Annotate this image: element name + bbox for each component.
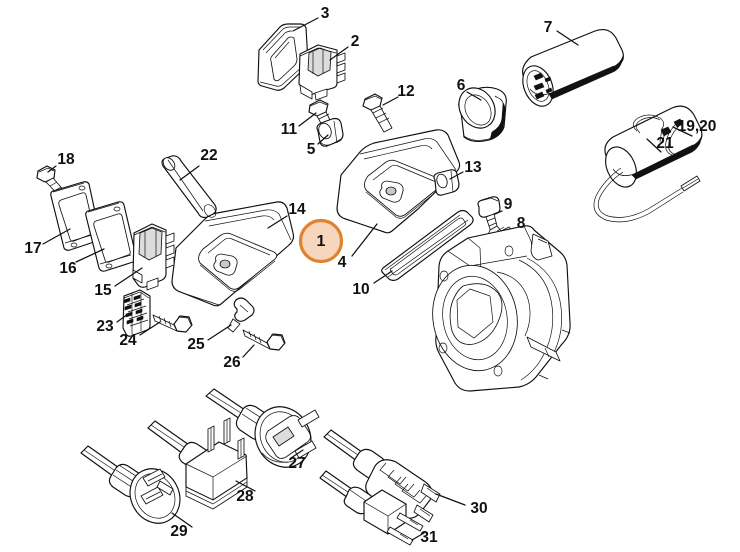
callout-3: 3 — [321, 5, 330, 22]
leader-13 — [449, 171, 464, 180]
leader-26 — [242, 344, 255, 358]
part-25-strain-relief — [227, 297, 255, 333]
callout-9: 9 — [504, 196, 513, 213]
callout-6: 6 — [457, 77, 466, 94]
callout-18: 18 — [57, 151, 75, 168]
leader-17 — [42, 228, 71, 245]
part-15-switch-module — [132, 223, 175, 291]
part-19-20-motor-stator — [593, 105, 703, 223]
part-28-uk-plug — [147, 417, 248, 510]
leader-4 — [351, 223, 378, 257]
callout-17: 17 — [24, 240, 41, 257]
highlight-marker-1[interactable]: 1 — [298, 218, 344, 264]
leader-7 — [556, 30, 579, 46]
part-29-au-plug — [80, 445, 181, 524]
part-31-us-plug — [319, 470, 424, 546]
leader-2 — [329, 46, 349, 61]
part-12-screw — [362, 93, 393, 133]
leader-28 — [235, 480, 256, 492]
callout-23: 23 — [96, 318, 114, 335]
callout-29: 29 — [170, 523, 188, 540]
leader-31 — [411, 532, 425, 541]
part-16-frame-plate — [85, 201, 137, 272]
callout-26: 26 — [223, 354, 241, 371]
part-27-schuko-plug — [205, 388, 320, 468]
leader-15 — [114, 267, 143, 287]
part-2-rocker-switch — [298, 44, 346, 101]
leader-12 — [382, 96, 399, 106]
callout-4: 4 — [338, 254, 347, 271]
callout-25: 25 — [187, 336, 205, 353]
callout-5: 5 — [307, 141, 316, 158]
part-22-spacer-sleeve — [161, 155, 217, 219]
callout-31: 31 — [420, 529, 438, 546]
callout-19-20: 19,20 — [678, 118, 717, 135]
leader-24 — [139, 321, 161, 336]
leader-11 — [298, 112, 317, 127]
callout-28: 28 — [236, 488, 254, 505]
leader-29 — [171, 512, 193, 528]
part-7-capacitor — [521, 28, 624, 107]
part-30-cord-connector — [323, 429, 441, 523]
marker-circle[interactable] — [298, 218, 344, 264]
leader-27 — [290, 449, 304, 459]
callout-8: 8 — [517, 215, 526, 232]
callout-15: 15 — [94, 282, 112, 299]
leader-30 — [435, 493, 466, 506]
callout-2: 2 — [351, 33, 360, 50]
part-6-retaining-ring — [458, 86, 507, 143]
leader-9 — [493, 210, 503, 215]
callout-16: 16 — [59, 260, 77, 277]
leader-18 — [47, 165, 57, 173]
callout-11: 11 — [281, 121, 298, 138]
leader-25 — [207, 324, 232, 341]
callout-10: 10 — [352, 281, 369, 298]
callout-14: 14 — [288, 201, 306, 218]
leader-16 — [75, 248, 105, 263]
part-13-cable-bushing — [433, 169, 460, 196]
marker-label: 1 — [317, 233, 326, 250]
callout-12: 12 — [397, 83, 414, 100]
callout-22: 22 — [200, 147, 217, 164]
callout-21: 21 — [656, 135, 674, 152]
crankcase-housing — [432, 225, 571, 392]
leader-6 — [466, 91, 482, 101]
part-24-screw — [152, 314, 193, 333]
leader-14 — [267, 215, 288, 229]
part-14-handle-housing-left — [171, 201, 295, 307]
part-10-gasket — [381, 209, 474, 282]
leader-23 — [116, 313, 129, 323]
part-23-terminal-block — [122, 289, 151, 337]
part-4-housing-right — [336, 129, 461, 234]
callout-7: 7 — [544, 19, 553, 36]
leader-22 — [179, 165, 200, 181]
leader-21 — [646, 138, 662, 153]
part-26-screw — [242, 329, 286, 351]
leader-10 — [373, 270, 393, 284]
leader-5 — [317, 134, 329, 145]
callout-13: 13 — [464, 159, 482, 176]
leader-3 — [292, 17, 319, 32]
callout-30: 30 — [470, 500, 487, 517]
callout-27: 27 — [288, 455, 305, 472]
leader-19-20 — [672, 126, 693, 137]
callout-24: 24 — [119, 332, 137, 349]
